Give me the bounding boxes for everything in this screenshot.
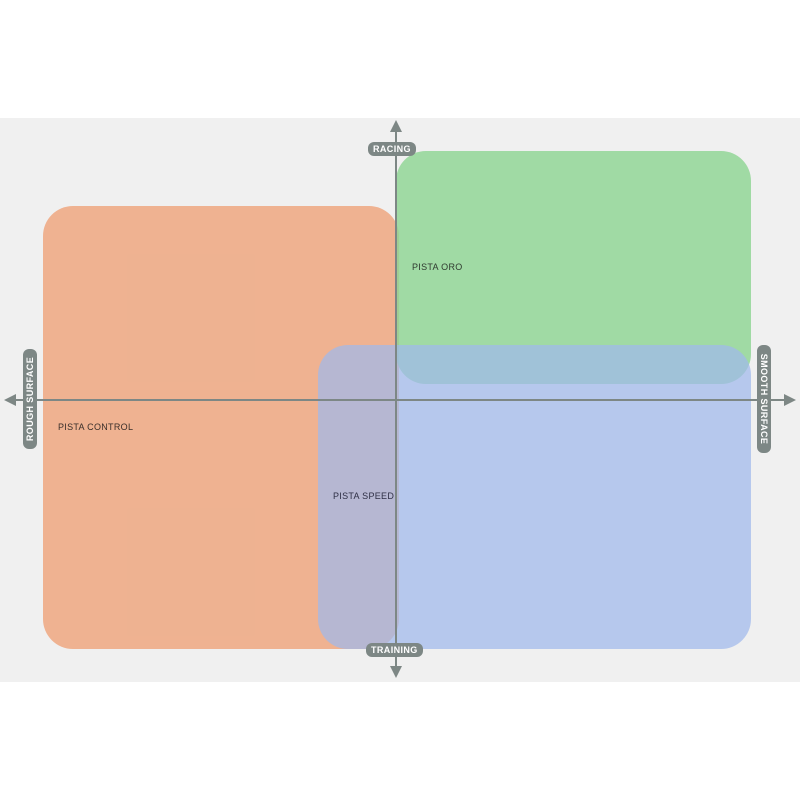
- arrow-left-icon: [4, 394, 16, 406]
- axis-label-smooth-surface-text: SMOOTH SURFACE: [759, 353, 769, 445]
- axis-label-rough-surface: ROUGH SURFACE: [23, 349, 37, 449]
- arrow-up-icon: [390, 120, 402, 132]
- label-pista-speed: PISTA SPEED: [333, 491, 395, 501]
- axis-label-training: TRAINING: [366, 643, 423, 657]
- arrow-right-icon: [784, 394, 796, 406]
- axes: [4, 120, 796, 678]
- axis-label-rough-surface-text: ROUGH SURFACE: [25, 356, 35, 442]
- label-pista-control: PISTA CONTROL: [58, 422, 134, 432]
- region-pista-speed: [318, 345, 751, 649]
- axis-label-smooth-surface: SMOOTH SURFACE: [757, 345, 771, 453]
- positioning-map: PISTA CONTROL PISTA ORO PISTA SPEED RACI…: [0, 118, 800, 682]
- arrow-down-icon: [390, 666, 402, 678]
- label-pista-oro: PISTA ORO: [412, 262, 463, 272]
- axis-label-racing: RACING: [368, 142, 416, 156]
